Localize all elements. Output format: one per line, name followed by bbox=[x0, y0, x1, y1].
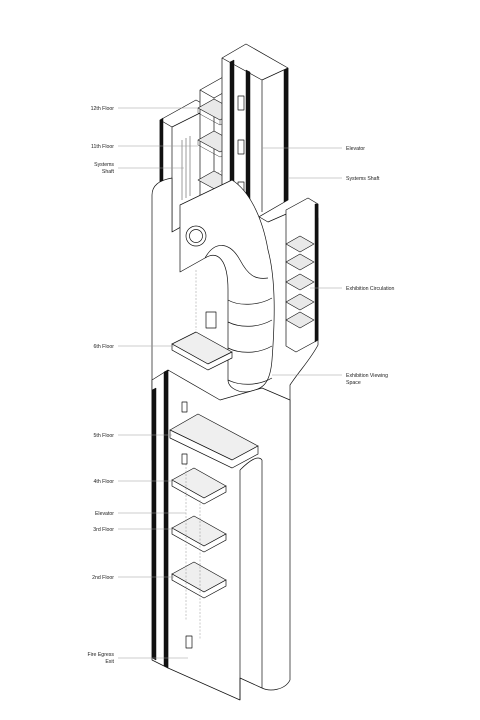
label-fire-egress-2: Exit bbox=[105, 659, 114, 665]
label-systems-shaft-2: Shaft bbox=[102, 169, 115, 175]
label-systems-shaft-right: Systems Shaft bbox=[346, 176, 380, 182]
label-systems-shaft-1: Systems bbox=[94, 162, 114, 168]
label-fire-egress-1: Fire Egress bbox=[87, 652, 114, 658]
label-exhibition-circulation: Exhibition Circulation bbox=[346, 286, 395, 292]
label-3rd-floor: 3rd Floor bbox=[93, 527, 114, 533]
label-exhibition-viewing-2: Space bbox=[346, 380, 361, 386]
right-labels: Elevator Systems Shaft Exhibition Circul… bbox=[346, 146, 395, 386]
label-4th-floor: 4th Floor bbox=[94, 479, 115, 485]
tower-drawing bbox=[151, 43, 319, 701]
label-elevator-right: Elevator bbox=[346, 146, 365, 152]
label-11th-floor: 11th Floor bbox=[91, 144, 114, 150]
label-6th-floor: 6th Floor bbox=[94, 344, 115, 350]
left-labels: 12th Floor 11th Floor Systems Shaft 6th … bbox=[87, 106, 114, 665]
label-2nd-floor: 2nd Floor bbox=[92, 575, 114, 581]
label-12th-floor: 12th Floor bbox=[91, 106, 115, 112]
leader-lines bbox=[118, 107, 342, 659]
label-5th-floor: 5th Floor bbox=[94, 433, 115, 439]
label-elevator-left: Elevator bbox=[95, 511, 114, 517]
label-exhibition-viewing-1: Exhibition Viewing bbox=[346, 373, 388, 379]
